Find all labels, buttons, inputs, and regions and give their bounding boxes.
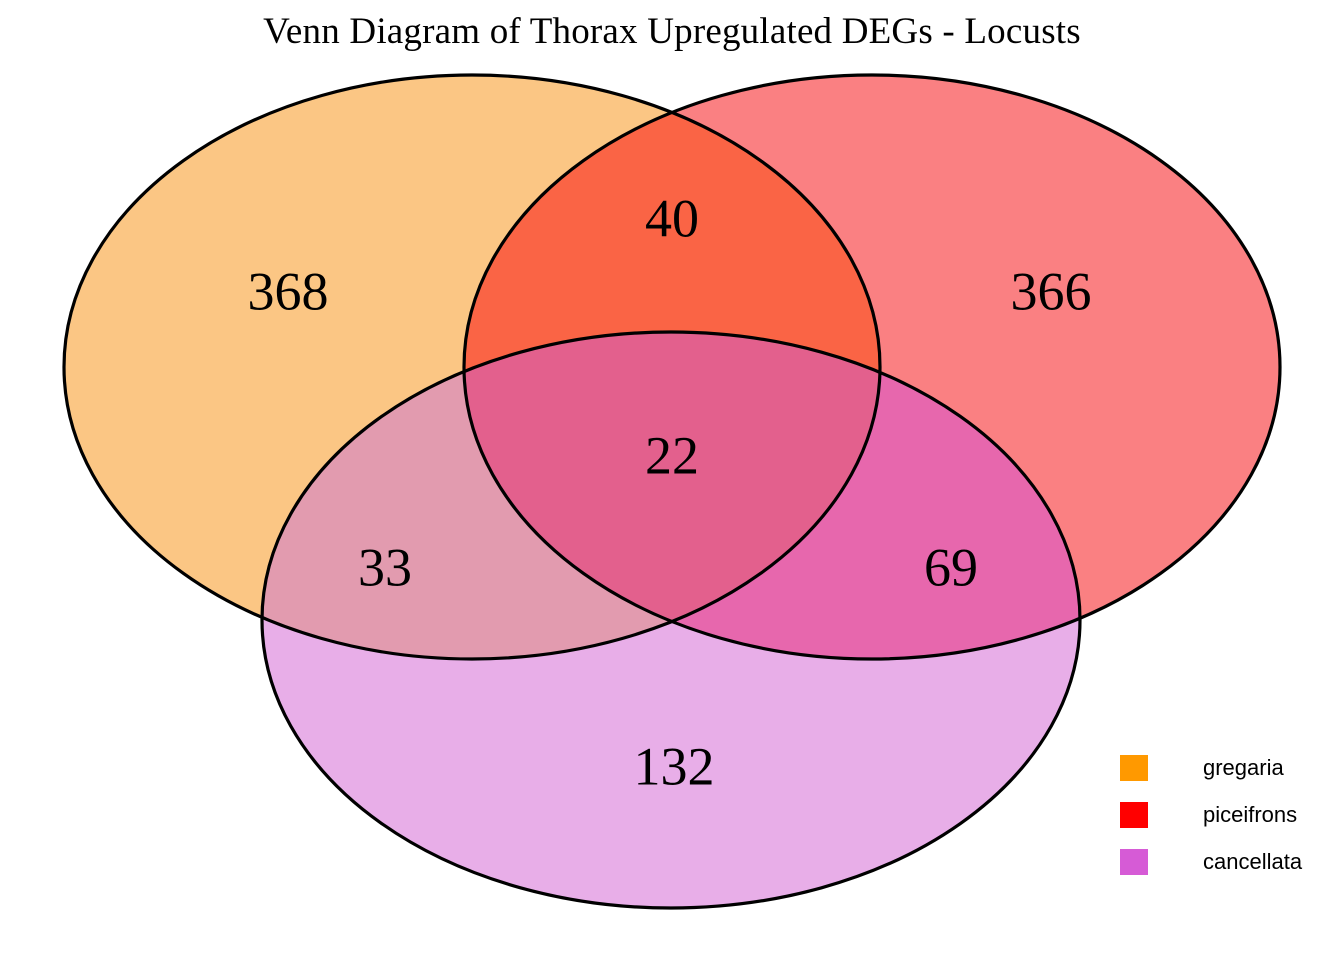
ellipse-outline-piceifrons (462, 73, 1282, 661)
count-gregaria-only: 368 (248, 261, 329, 321)
page-title: Venn Diagram of Thorax Upregulated DEGs … (263, 11, 1081, 52)
count-all-three: 22 (645, 425, 699, 485)
legend-label-cancellata: cancellata (1203, 848, 1303, 874)
legend-swatch-piceifrons (1120, 801, 1148, 828)
ellipse-outline-cancellata (260, 330, 1082, 910)
legend-swatch-gregaria (1120, 754, 1148, 781)
legend-label-gregaria: gregaria (1203, 754, 1284, 780)
ellipse-outline-gregaria (62, 73, 882, 661)
count-piceifrons-cancellata: 69 (924, 537, 978, 597)
count-cancellata-only: 132 (634, 736, 715, 796)
count-piceifrons-only: 366 (1011, 261, 1092, 321)
venn-outlines (62, 73, 1282, 910)
legend-item-cancellata: cancellata (1120, 838, 1344, 885)
count-gregaria-cancellata: 33 (358, 537, 412, 597)
legend-item-gregaria: gregaria (1120, 744, 1344, 791)
legend-label-piceifrons: piceifrons (1203, 801, 1298, 827)
legend-swatch-cancellata (1120, 848, 1148, 875)
count-gregaria-piceifrons: 40 (645, 188, 699, 248)
legend: gregaria piceifrons cancellata (1120, 744, 1344, 885)
legend-item-piceifrons: piceifrons (1120, 791, 1344, 838)
venn-region-labels: 368 366 40 22 33 69 132 (248, 188, 1092, 796)
